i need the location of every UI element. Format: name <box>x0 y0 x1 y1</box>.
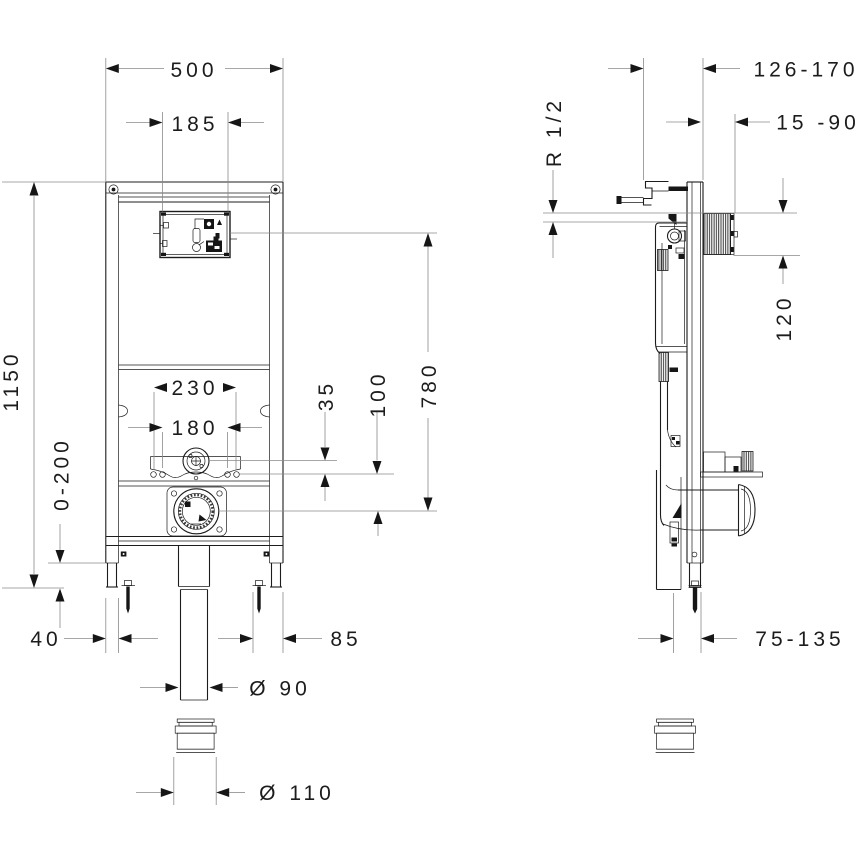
anchor-bolt-side <box>688 580 702 614</box>
dim-height-label: 1150 <box>0 350 23 411</box>
drain-pipe <box>177 545 211 701</box>
outlet-connection <box>662 451 763 537</box>
supply-fitting <box>150 447 241 481</box>
dim-fixing-outer-230: 230 <box>153 377 237 470</box>
dim-anchor-label: 85 <box>330 628 361 651</box>
side-view: 126-170 15 -90 R 1/2 1 <box>543 58 860 753</box>
dim-leg-range-label: 0-200 <box>51 437 74 511</box>
wall-section-block <box>703 213 738 255</box>
dim-supply-35: 35 <box>315 380 338 501</box>
dim-plate-120: 120 <box>733 178 800 342</box>
dim-anchor-85: 85 <box>218 592 361 653</box>
inspection-box <box>153 210 237 259</box>
dim-pipe-label: Ø 90 <box>249 678 311 701</box>
dim-depth-label: 126-170 <box>753 59 858 82</box>
dim-foot-width-label: 40 <box>30 628 61 651</box>
adapter-fitting-front <box>174 718 217 753</box>
dim-leg-range: 0-200 <box>48 437 106 628</box>
wall-bracket <box>616 180 688 206</box>
cistern-profile <box>654 214 687 591</box>
dim-foot-range-label: 75-135 <box>755 628 844 651</box>
dim-pipe-90: Ø 90 <box>140 678 311 701</box>
adapter-fitting-side <box>654 718 696 753</box>
dim-plate-label: 120 <box>773 294 796 341</box>
dim-wall-label: 15 -90 <box>776 112 860 135</box>
side-rail <box>686 181 704 588</box>
frame-outline <box>105 181 284 588</box>
dim-foot-40: 40 <box>30 598 158 653</box>
front-view: 500 185 1150 0-200 <box>0 58 441 805</box>
dim-fixing-outer-label: 230 <box>171 377 218 400</box>
dim-outlet-label: 100 <box>367 370 390 417</box>
dim-width-500: 500 <box>105 58 284 182</box>
dim-opening-185: 185 <box>126 112 264 212</box>
dim-outlet-100: 100 <box>367 370 390 536</box>
dim-width-label: 500 <box>170 59 217 82</box>
dim-adapter-110: Ø 110 <box>136 757 335 805</box>
dim-adapter-label: Ø 110 <box>259 782 335 805</box>
anchor-bolt-right <box>252 580 266 614</box>
drain-flange <box>166 486 227 537</box>
dim-wall-15-90: 15 -90 <box>666 112 860 213</box>
dim-foot-75-135: 75-135 <box>638 592 844 653</box>
dim-thread-label: R 1/2 <box>543 97 566 167</box>
dim-depth-126-170: 126-170 <box>608 58 858 180</box>
dim-supply-label: 35 <box>315 380 338 411</box>
dim-fixing-inner-label: 180 <box>171 417 218 440</box>
dim-thread-r12: R 1/2 <box>543 97 797 258</box>
dim-opening-label: 185 <box>171 113 218 136</box>
dim-panel-label: 780 <box>418 361 441 408</box>
anchor-bolt-left <box>121 580 135 614</box>
dim-height-1150: 1150 <box>0 181 106 589</box>
dim-fixing-inner-180: 180 <box>128 417 262 468</box>
dim-panel-780: 780 <box>418 233 441 511</box>
